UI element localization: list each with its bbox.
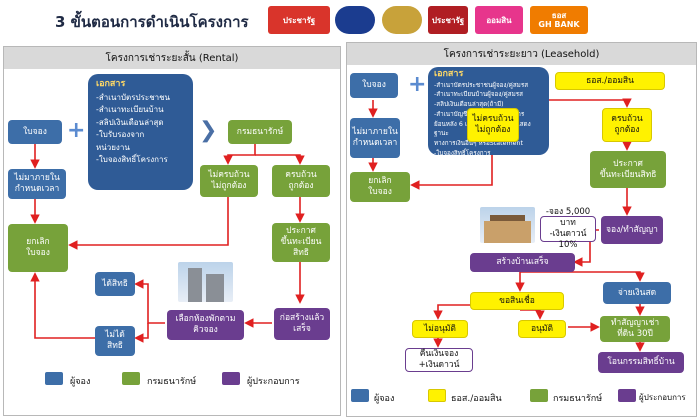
gsb-logo: ออมสิน [475, 6, 523, 34]
legend-treasury-label: กรมธนารักษ์ [553, 394, 603, 404]
arrow-dept-to-incomplete [223, 144, 256, 165]
rental-treasury-box: กรมธนารักษ์ [228, 120, 292, 144]
plus-icon: + [67, 118, 86, 143]
rental-documents-title: เอกสาร [96, 79, 126, 89]
rental-documents-box: เอกสาร -สำเนาบัตรประชาชน -สำเนาทะเบียนบ้า… [88, 74, 193, 190]
rental-no-right-box: ไม่ได้ สิทธิ [95, 326, 135, 356]
legend-booker-swatch [45, 372, 63, 385]
lease-cash-box: จ่ายเงินสด [603, 282, 671, 304]
legend-operator-label: ผู้ประกอบการ [247, 377, 300, 387]
lease-announce-box: ประกาศ ขึ้นทะเบียนสิทธิ [590, 151, 666, 188]
leasehold-heading: โครงการเช่าระยะยาว (Leasehold) [347, 43, 696, 65]
lease-deposit-box: -จอง 5,000 บาท -เงินดาวน์ 10% [540, 207, 596, 250]
condo-building-image [178, 262, 233, 302]
plus-icon: + [408, 72, 427, 97]
legend-booker-label: ผู้จอง [70, 377, 91, 387]
rental-late-box: ไม่มาภายใน กำหนดเวลา [8, 169, 66, 199]
lease-documents-title: เอกสาร [434, 69, 464, 79]
lease-book-contract-box: จอง/ทำสัญญา [601, 216, 663, 244]
legend-operator-swatch [222, 372, 240, 385]
lease-not-approved-box: ไม่อนุมัติ [412, 320, 468, 338]
legend-operator-label: ผู้ประกอบการ [639, 393, 686, 402]
rental-complete-box: ครบถ้วน ถูกต้อง [272, 165, 330, 197]
rental-incomplete-box: ไม่ครบถ้วน ไม่ถูกต้อง [200, 165, 258, 197]
lease-incomplete-box: ไม่ครบถ้วน ไม่ถูกต้อง [467, 108, 519, 142]
rental-documents-list: -สำเนาบัตรประชาชน -สำเนาทะเบียนบ้าน -สลิ… [96, 92, 171, 165]
arrow-choose-to-noright [134, 323, 149, 343]
chevron-right-icon: ❯ [199, 118, 218, 143]
ghbank-logo: ธอส GH BANK [530, 6, 588, 34]
legend-bank-label: ธอส./ออมสิน [451, 394, 502, 404]
arrow-noright-to-cancel [30, 272, 95, 339]
house-image [480, 207, 535, 243]
rental-booking-box: ใบจอง [8, 120, 62, 144]
lease-complete-box: ครบถ้วน ถูกต้อง [602, 108, 652, 142]
rental-built-box: ก่อสร้างแล้ว เสร็จ [274, 308, 330, 340]
lease-house-done-box: สร้างบ้านเสร็จ [470, 253, 575, 272]
pracharat-logo: ประชารัฐ [268, 6, 330, 34]
lease-approved-box: อนุมัติ [518, 320, 566, 338]
arrow-house-to-cash [520, 271, 645, 282]
arrow-dept-to-complete [255, 154, 305, 165]
legend-treasury-swatch [122, 372, 140, 385]
lease-loan-box: ขอสินเชื่อ [470, 292, 564, 310]
legend-bank-swatch [428, 389, 446, 402]
arrow-loan-to-approve [520, 309, 545, 320]
lease-booking-box: ใบจอง [350, 73, 398, 98]
lease-cancel-box: ยกเลิก ใบจอง [350, 172, 410, 202]
rental-cancel-box: ยกเลิก ใบจอง [8, 224, 68, 272]
legend-treasury-label: กรมธนารักษ์ [147, 377, 197, 387]
rental-choose-room-box: เลือกห้องพักตาม คิวจอง [167, 310, 244, 340]
rental-has-right-box: ได้สิทธิ [95, 272, 135, 296]
lease-refund-box: คืนเงินจอง +เงินดาวน์ [405, 348, 473, 372]
rental-announce-box: ประกาศ ขึ้นทะเบียน สิทธิ [272, 223, 330, 262]
ministry-seal-logo [382, 6, 422, 34]
arrow-lincomplete-to-cancel [410, 142, 493, 190]
treasury-seal-logo [335, 6, 375, 34]
rental-heading: โครงการเช่าระยะสั้น (Rental) [4, 47, 340, 69]
arrow-loan-to-reject [433, 304, 485, 320]
pracharat-flag-logo: ประชารัฐ [428, 6, 468, 34]
legend-operator-swatch [618, 389, 636, 402]
arrow-incomplete-to-cancel [68, 197, 229, 250]
page-title: 3 ขั้นตอนการดำเนินโครงการ [55, 13, 249, 31]
lease-late-box: ไม่มาภายใน กำหนดเวลา [350, 118, 400, 158]
legend-booker-label: ผู้จอง [374, 394, 395, 404]
lease-bank-box: ธอส./ออมสิน [555, 72, 665, 90]
legend-treasury-swatch [530, 389, 548, 402]
arrow-choose-to-right [134, 279, 165, 324]
lease-transfer-box: โอนกรรมสิทธิ์บ้าน [598, 352, 684, 373]
lease-land-contract-box: ทำสัญญาเช่า ที่ดิน 30ปี [600, 316, 670, 342]
legend-booker-swatch [351, 389, 369, 402]
